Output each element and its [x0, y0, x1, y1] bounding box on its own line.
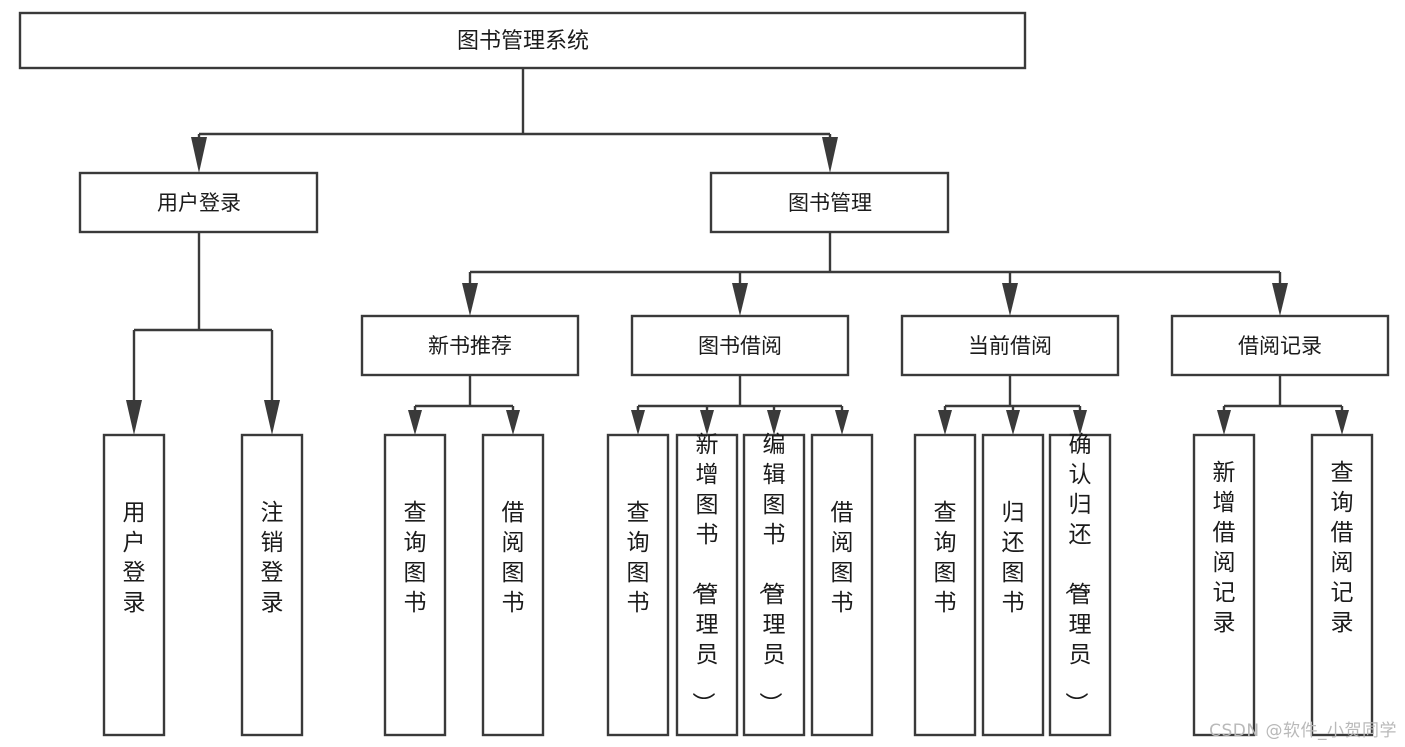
arrowhead-leaf-user-login [126, 400, 142, 435]
leaf-query-book-3-box[interactable] [913, 433, 977, 737]
arrowhead-leaf-return-book [1006, 410, 1020, 435]
node-book-manage-box[interactable] [709, 171, 950, 234]
leaf-borrow-book-2[interactable]: 借阅图书 [810, 433, 874, 737]
node-borrow-record-label: 借阅记录 [1238, 334, 1322, 358]
leaf-add-record-label: 新增借阅记录 [1213, 460, 1236, 636]
node-borrow-record-box[interactable] [1170, 314, 1390, 377]
leaf-borrow-book-1-label: 借阅图书 [502, 500, 525, 616]
leaf-query-book-2-box[interactable] [606, 433, 670, 737]
leaf-confirm-return[interactable]: 确认归还（管理员） [1048, 432, 1112, 737]
leaf-user-logout[interactable]: 注销登录 [240, 433, 304, 737]
node-user-login[interactable]: 用户登录 [78, 171, 319, 234]
arrowhead-leaf-query-book-3 [938, 410, 952, 435]
node-new-book-recommend[interactable]: 新书推荐 [360, 314, 580, 377]
node-root-box[interactable] [18, 11, 1027, 70]
node-book-borrow-box[interactable] [630, 314, 850, 377]
leaf-borrow-book-2-label: 借阅图书 [831, 500, 854, 616]
arrowhead-borrow-record [1272, 283, 1288, 316]
leaf-return-book-label: 归还图书 [1002, 500, 1025, 616]
leaf-query-book-1-label: 查询图书 [404, 500, 427, 616]
arrowhead-leaf-borrow-book-2 [835, 410, 849, 435]
arrowhead-leaf-edit-book [767, 410, 781, 435]
leaf-query-record-box[interactable] [1310, 433, 1374, 737]
arrowhead-leaf-query-book-1 [408, 410, 422, 435]
leaf-edit-book-label: 编辑图书（管理员） [757, 432, 786, 715]
node-book-manage-label: 图书管理 [788, 191, 872, 215]
leaf-borrow-book-1[interactable]: 借阅图书 [481, 433, 545, 737]
node-book-manage[interactable]: 图书管理 [709, 171, 950, 234]
arrowhead-book-manage [822, 137, 838, 173]
node-current-borrow-box[interactable] [900, 314, 1120, 377]
leaf-add-book-label: 新增图书（管理员） [690, 432, 719, 715]
leaf-confirm-return-box[interactable] [1048, 433, 1112, 737]
leaf-user-logout-box[interactable] [240, 433, 304, 737]
leaf-query-book-2[interactable]: 查询图书 [606, 433, 670, 737]
arrowhead-user-login [191, 137, 207, 173]
leaf-add-book[interactable]: 新增图书（管理员） [675, 432, 739, 737]
node-user-login-label: 用户登录 [157, 191, 241, 215]
leaf-return-book[interactable]: 归还图书 [981, 433, 1045, 737]
leaf-user-logout-label: 注销登录 [261, 500, 284, 616]
leaf-query-book-3[interactable]: 查询图书 [913, 433, 977, 737]
leaf-query-book-3-label: 查询图书 [934, 500, 957, 616]
leaf-query-record-label: 查询借阅记录 [1331, 460, 1354, 636]
leaf-add-record[interactable]: 新增借阅记录 [1192, 433, 1256, 737]
leaf-query-book-1[interactable]: 查询图书 [383, 433, 447, 737]
node-borrow-record[interactable]: 借阅记录 [1170, 314, 1390, 377]
connectors-layer [126, 68, 1349, 435]
arrowhead-leaf-query-record [1335, 410, 1349, 435]
arrowhead-book-borrow [732, 283, 748, 316]
arrowhead-leaf-borrow-book-1 [506, 410, 520, 435]
node-book-borrow[interactable]: 图书借阅 [630, 314, 850, 377]
leaf-confirm-return-label: 确认归还（管理员） [1063, 432, 1092, 715]
arrowhead-current-borrow [1002, 283, 1018, 316]
leaf-edit-book[interactable]: 编辑图书（管理员） [742, 432, 806, 737]
node-current-borrow-label: 当前借阅 [968, 334, 1052, 358]
node-new-book-recommend-label: 新书推荐 [428, 334, 512, 358]
leaf-add-record-box[interactable] [1192, 433, 1256, 737]
node-book-borrow-label: 图书借阅 [698, 334, 782, 358]
leaf-user-login-label: 用户登录 [123, 500, 146, 616]
leaf-user-login[interactable]: 用户登录 [102, 433, 166, 737]
arrowhead-new-book-recommend [462, 283, 478, 316]
leaf-borrow-book-2-box[interactable] [810, 433, 874, 737]
arrowhead-leaf-confirm-return [1073, 410, 1087, 435]
node-root-label: 图书管理系统 [457, 29, 589, 54]
leaf-user-login-box[interactable] [102, 433, 166, 737]
leaf-query-book-2-label: 查询图书 [627, 500, 650, 616]
node-new-book-recommend-box[interactable] [360, 314, 580, 377]
leaf-add-book-box[interactable] [675, 433, 739, 737]
node-root[interactable]: 图书管理系统 [18, 11, 1027, 70]
leaf-edit-book-box[interactable] [742, 433, 806, 737]
arrowhead-leaf-add-record [1217, 410, 1231, 435]
leaf-return-book-box[interactable] [981, 433, 1045, 737]
leaf-query-book-1-box[interactable] [383, 433, 447, 737]
leaf-borrow-book-1-box[interactable] [481, 433, 545, 737]
arrowhead-leaf-query-book-2 [631, 410, 645, 435]
node-current-borrow[interactable]: 当前借阅 [900, 314, 1120, 377]
leaf-query-record[interactable]: 查询借阅记录 [1310, 433, 1374, 737]
node-user-login-box[interactable] [78, 171, 319, 234]
arrowhead-leaf-user-logout [264, 400, 280, 435]
arrowhead-leaf-add-book [700, 410, 714, 435]
